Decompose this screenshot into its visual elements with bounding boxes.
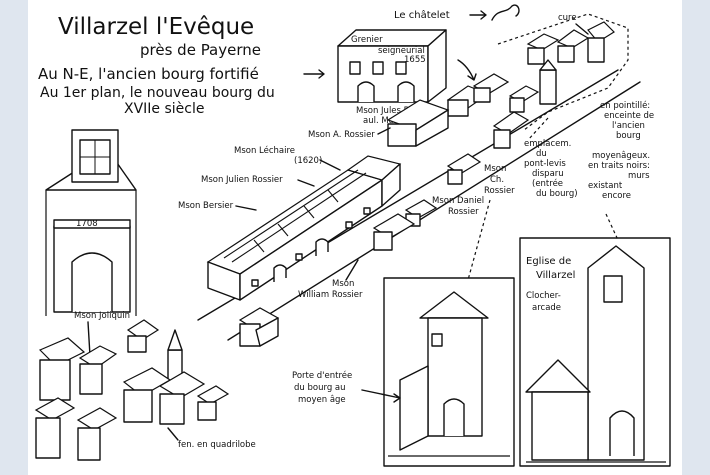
label-grenier-1: Grenier	[351, 35, 383, 45]
dashed-pointers	[467, 117, 549, 281]
label-1655: 1655	[404, 55, 426, 65]
label-bize-2: aul. Mazt	[363, 116, 402, 126]
svg-text:du: du	[536, 149, 547, 159]
label-julien: Mson Julien Rossier	[201, 175, 283, 185]
svg-text:(entrée: (entrée	[532, 178, 563, 189]
arrow-porte-icon	[361, 389, 401, 403]
sketch-sheet: Villarzel l'Evêque près de Payerne Au N-…	[28, 0, 682, 475]
arrow-ne-icon	[303, 69, 325, 79]
svg-text:pont-levis: pont-levis	[524, 159, 566, 169]
label-ch-rossier-1: Mson	[484, 164, 506, 174]
left-gate-tower	[45, 129, 137, 316]
chatelet-curl	[491, 4, 520, 21]
svg-text:en pointillé:: en pointillé:	[600, 100, 650, 111]
svg-text:disparu: disparu	[532, 169, 564, 179]
bottom-left-village	[34, 319, 230, 461]
svg-text:murs: murs	[628, 171, 650, 181]
old-bourg-cluster	[508, 21, 615, 113]
label-ch-rossier-3: Rossier	[484, 186, 515, 196]
svg-text:bourg: bourg	[616, 131, 641, 141]
label-lechaire: Mson Léchaire	[234, 145, 295, 156]
street-edge-lower	[227, 81, 641, 341]
label-clocher-1: Clocher-	[526, 291, 561, 301]
label-eglise-2: Villarzel	[536, 270, 575, 281]
label-daniel-1: Mson Daniel	[432, 196, 484, 206]
label-cure: cure	[558, 13, 577, 23]
sketch-subtitle: près de Payerne	[140, 41, 261, 59]
svg-text:moyenâgeux.: moyenâgeux.	[592, 151, 650, 161]
label-william-2: William Rossier	[298, 290, 363, 300]
village-sketch: Villarzel l'Evêque près de Payerne Au N-…	[34, 4, 671, 467]
label-eglise-1: Eglise de	[526, 256, 571, 267]
enceinte-dotted	[497, 13, 629, 131]
label-bersier: Mson Bersier	[178, 201, 234, 211]
label-1708: 1708	[76, 219, 98, 229]
svg-text:enceinte de: enceinte de	[604, 111, 654, 121]
ptr-fen	[167, 427, 179, 441]
label-a-rossier: Mson A. Rossier	[308, 130, 375, 140]
ptr-bersier	[235, 205, 257, 211]
label-daniel-2: Rossier	[448, 207, 479, 217]
label-lechaire-date: (1620)	[294, 156, 322, 166]
intro-line-3: XVIIe siècle	[124, 101, 205, 117]
label-bize-1: Mson Jules Bize	[356, 106, 422, 116]
intro-line-1: Au N-E, l'ancien bourg fortifié	[38, 65, 259, 83]
ptr-a-rossier	[377, 127, 391, 135]
svg-text:l'ancien: l'ancien	[612, 121, 645, 131]
ptr-lechaire	[319, 159, 341, 171]
svg-text:en traits noirs:: en traits noirs:	[588, 161, 650, 171]
houses-upper-row	[386, 73, 510, 147]
note-pointille: en pointillé: enceinte de l'ancien bourg…	[588, 100, 654, 201]
label-porte-1: Porte d'entrée	[292, 370, 352, 381]
sketch-title: Villarzel l'Evêque	[58, 14, 254, 40]
cure-pointer	[575, 23, 589, 35]
houses-lower-row	[238, 111, 530, 347]
long-house-row	[206, 155, 402, 301]
dashed-pointer-eglise	[605, 213, 619, 241]
note-emplacement: emplacem. du pont-levis disparu (entrée …	[524, 139, 578, 199]
svg-text:emplacem.: emplacem.	[524, 139, 571, 149]
svg-text:du bourg): du bourg)	[536, 189, 578, 199]
svg-text:existant: existant	[588, 181, 623, 191]
porte-frame	[383, 277, 515, 467]
intro-line-2: Au 1er plan, le nouveau bourg du	[40, 85, 275, 101]
label-ch-rossier-2: Ch.	[490, 175, 504, 185]
label-fen-quadrilobe: fen. en quadrilobe	[178, 440, 256, 450]
label-clocher-2: arcade	[532, 303, 561, 313]
ptr-julien	[297, 179, 315, 187]
grenier-building	[337, 29, 447, 103]
label-grenier-2: seigneurial	[378, 46, 425, 56]
label-porte-3: moyen âge	[298, 395, 346, 405]
label-william-1: Mson	[332, 279, 354, 289]
svg-text:encore: encore	[602, 191, 631, 201]
label-joliquin: Mson Joliquin	[74, 311, 130, 321]
label-chatelet: Le châtelet	[394, 9, 450, 21]
ptr-william	[345, 259, 359, 281]
arrow-grenier-icon	[457, 59, 477, 81]
label-porte-2: du bourg au	[294, 383, 346, 393]
eglise-frame	[519, 237, 671, 467]
arrow-chatelet-icon	[469, 10, 487, 20]
ptr-joliquin	[87, 321, 91, 357]
